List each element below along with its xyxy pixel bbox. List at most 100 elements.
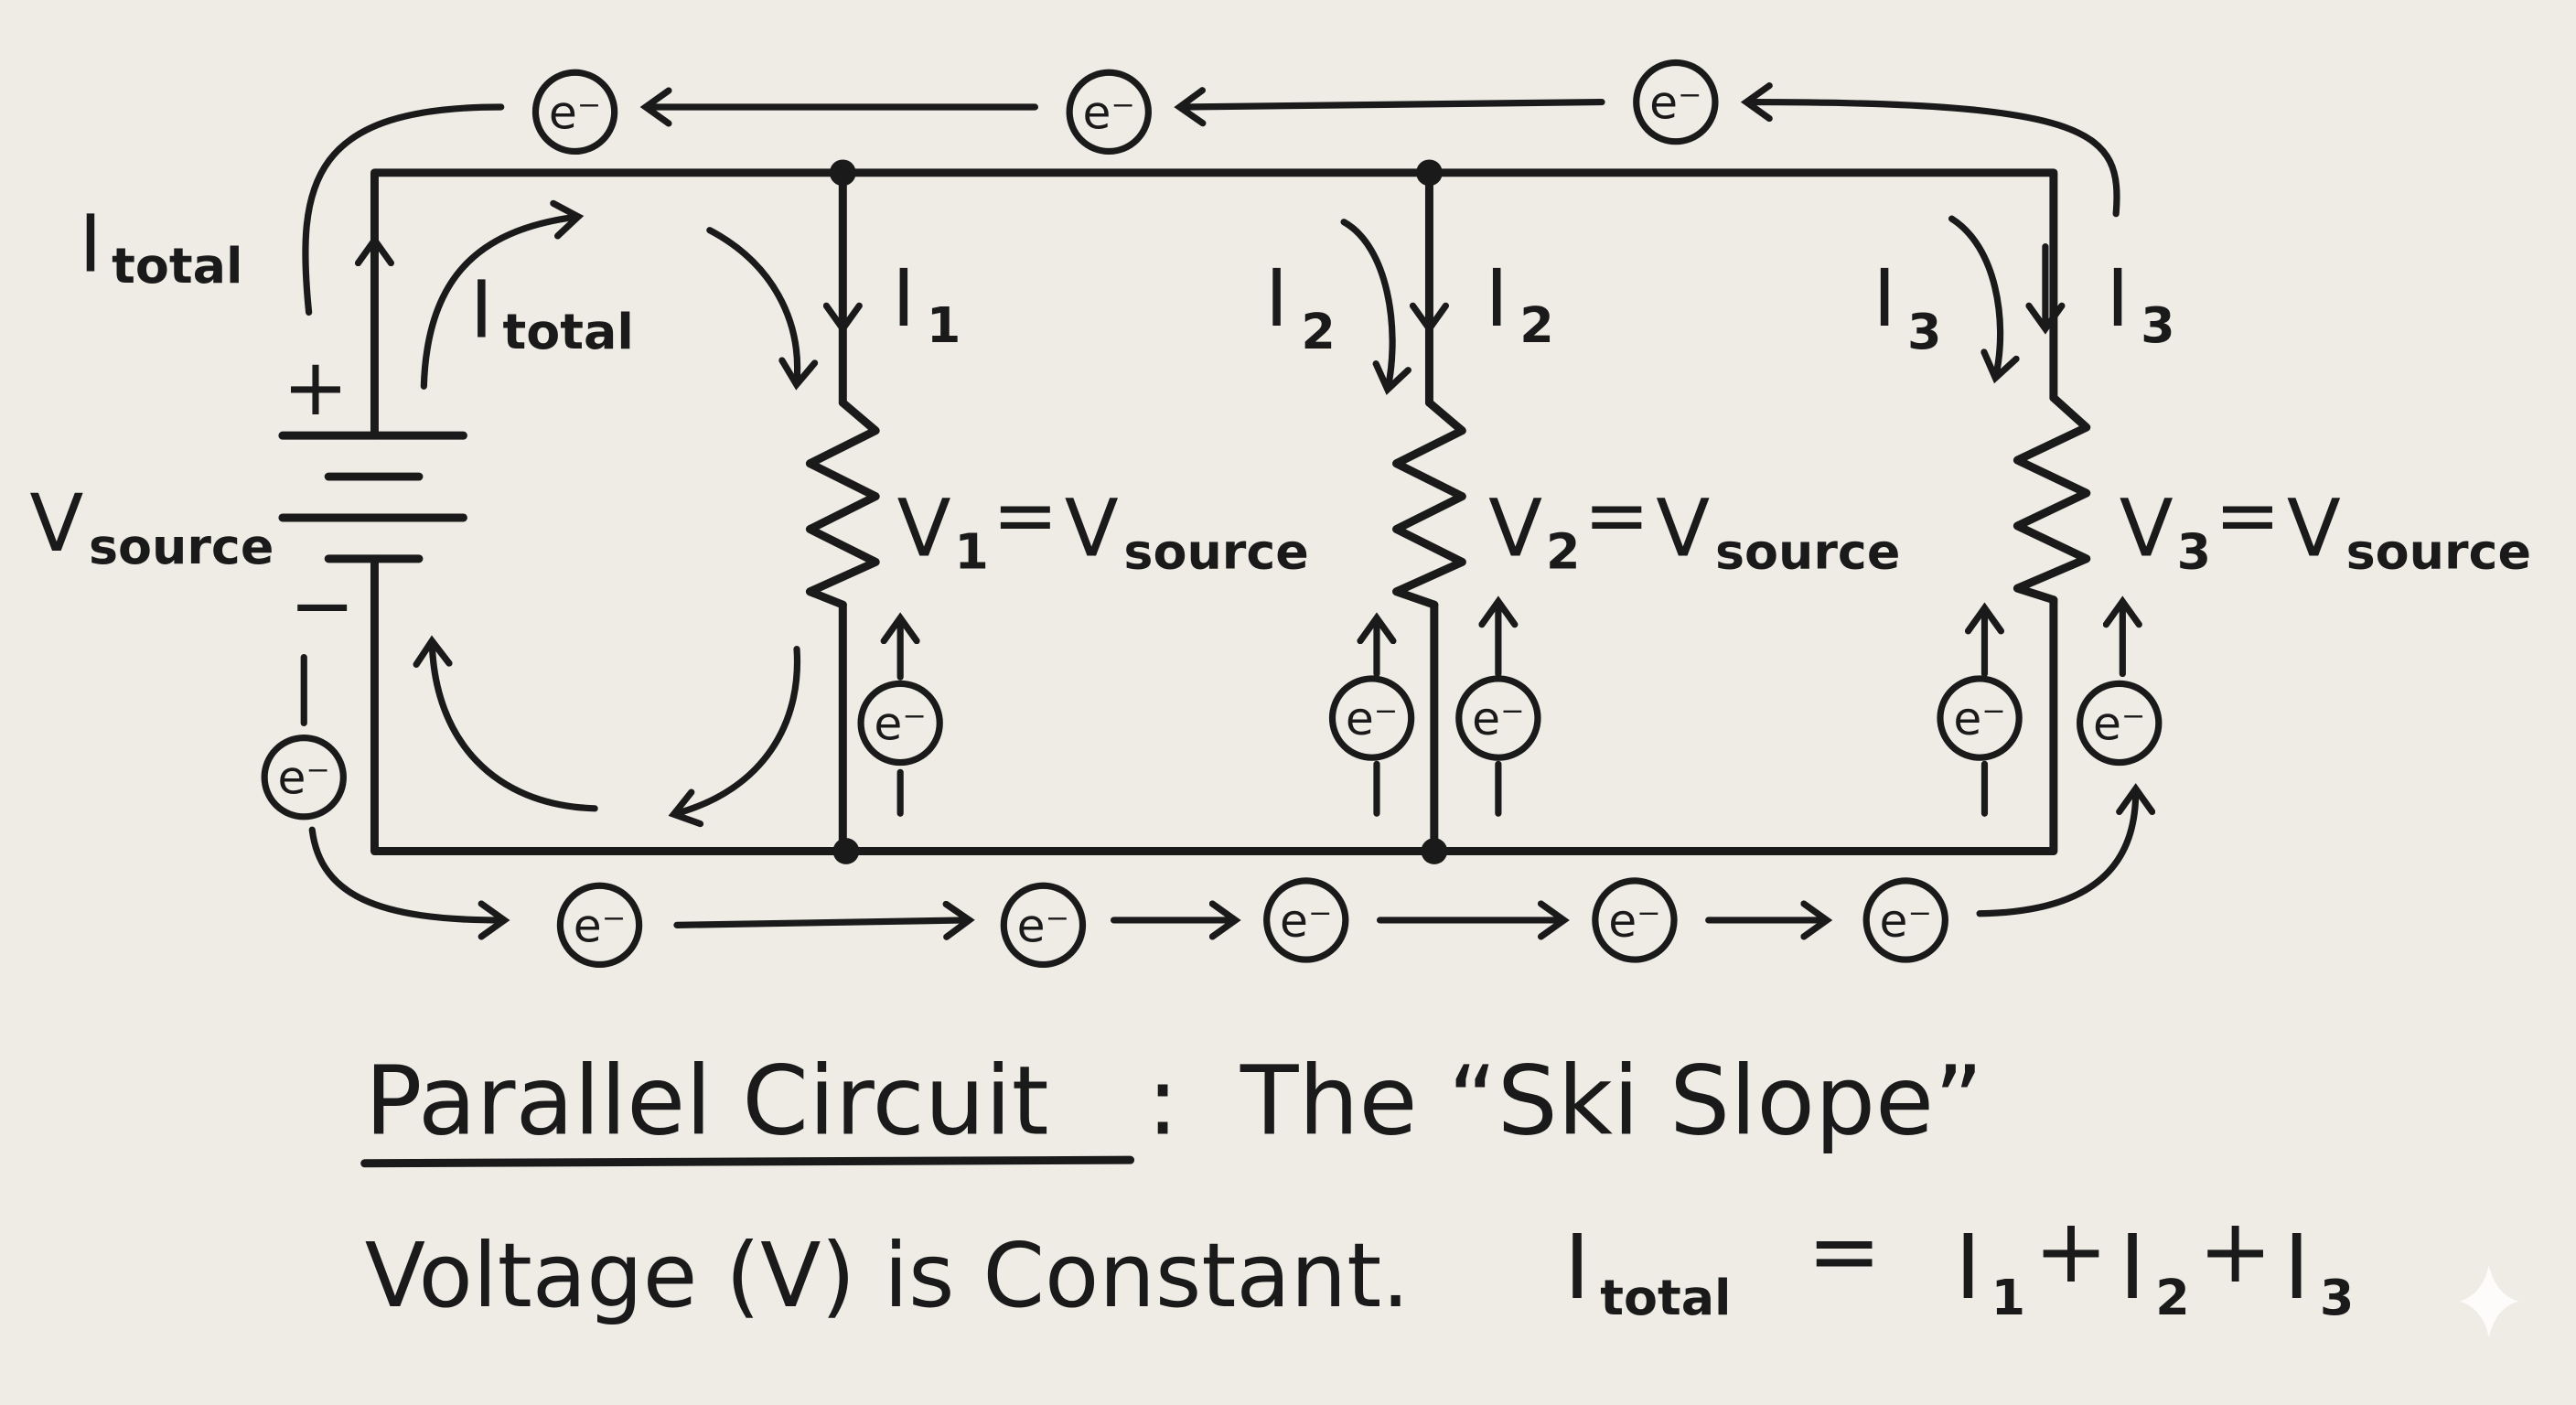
electron-circle: [1066, 69, 1152, 156]
electron-circle: [1455, 675, 1541, 761]
branch-3-rhs: V: [2287, 483, 2341, 574]
electron: e⁻: [556, 882, 643, 969]
resistor-1: [805, 398, 880, 609]
v-source-label: V: [29, 478, 83, 570]
circuit-wires: [370, 168, 2058, 856]
branch-3-current: I: [2106, 253, 2129, 345]
electron-symbol: e⁻: [549, 85, 601, 139]
electron-flow-arrows: [300, 82, 2156, 940]
labels: I total I total V source + − I 1 I 2 I 2…: [29, 199, 2531, 652]
i-total-inner-label: I: [470, 264, 493, 356]
electrons: e⁻ e⁻ e⁻ e⁻ e⁻ e⁻ e⁻ e⁻ e⁻ e⁻ e⁻ e⁻ e⁻ e⁻: [261, 59, 2163, 969]
equation-plus-1: +: [2034, 1199, 2108, 1303]
electron-symbol: e⁻: [874, 696, 926, 750]
electron-circle: [1592, 877, 1678, 963]
electron: e⁻: [1633, 59, 1719, 145]
branch-1-voltage: V: [897, 483, 951, 574]
junction-dots: [829, 159, 1448, 864]
electron-circle: [1937, 675, 2023, 761]
caption: Parallel Circuit : The “Ski Slope” Volta…: [360, 1045, 2354, 1327]
electron: e⁻: [1592, 877, 1678, 963]
sparkle-icon: [2459, 1265, 2519, 1338]
branch-2-current-left-sub: 2: [1301, 303, 1335, 360]
resistor-3: [2012, 393, 2091, 605]
i-total-inner-sub: total: [503, 303, 634, 360]
electron-symbol: e⁻: [278, 751, 330, 805]
electron-circle: [261, 735, 347, 820]
branch-1-voltage-sub: 1: [954, 523, 988, 581]
branch-3-voltage-sub: 3: [2177, 523, 2211, 581]
electron-symbol: e⁻: [1083, 85, 1135, 139]
branch-2-rhs-sub: source: [1715, 523, 1900, 581]
branch-2-rhs: V: [1656, 483, 1710, 574]
v-source-sub: source: [89, 518, 274, 575]
electron: e⁻: [1066, 69, 1152, 156]
branch-2-voltage-sub: 2: [1546, 523, 1580, 581]
branch-3-voltage: V: [2120, 483, 2174, 574]
equation-equals: =: [1808, 1199, 1882, 1303]
i-total-outer-label: I: [79, 199, 102, 291]
electron-circle: [1000, 882, 1087, 969]
electron: e⁻: [857, 680, 943, 767]
electron: e⁻: [1263, 877, 1349, 963]
equation-term-1-sub: 1: [1991, 1269, 2025, 1326]
branch-1-current-sub: 1: [927, 296, 961, 354]
electron: e⁻: [531, 69, 618, 156]
branch-2-voltage: V: [1488, 483, 1542, 574]
electron-circle: [1633, 59, 1719, 145]
equation-term-2: I: [2120, 1216, 2146, 1319]
electron-circle: [1862, 877, 1948, 963]
resistor-2: [1392, 398, 1466, 609]
branch-3-equals: =: [2215, 470, 2281, 562]
electron-circle: [1328, 675, 1415, 761]
branch-2-current-left: I: [1265, 253, 1288, 345]
electron-symbol: e⁻: [1649, 76, 1701, 130]
current-arrows: [354, 199, 2066, 828]
equation-term-1: I: [1955, 1216, 1981, 1319]
equation-plus-2: +: [2198, 1199, 2272, 1303]
equation-term-3: I: [2283, 1216, 2310, 1319]
branch-2-equals: =: [1583, 470, 1649, 562]
electron-circle: [556, 882, 643, 969]
electron-symbol: e⁻: [1346, 692, 1398, 745]
electron-symbol: e⁻: [2093, 696, 2145, 750]
branch-3-current-sub: 3: [2141, 296, 2174, 354]
battery: [278, 431, 467, 563]
electron-circle: [2077, 680, 2163, 767]
branch-3-current-left-sub: 3: [1907, 303, 1941, 360]
i-total-outer-sub: total: [112, 237, 242, 295]
electron-circle: [1263, 877, 1349, 963]
electron-symbol: e⁻: [1017, 898, 1069, 952]
branch-2-current-sub: 2: [1519, 296, 1553, 354]
minus-terminal: −: [289, 561, 355, 652]
electron-circle: [531, 69, 618, 156]
electron: e⁻: [261, 735, 347, 820]
equation-lhs-sub: total: [1600, 1269, 1731, 1326]
electron-symbol: e⁻: [1953, 692, 2005, 745]
branch-3-rhs-sub: source: [2346, 523, 2531, 581]
branch-1-rhs: V: [1065, 483, 1119, 574]
electron: e⁻: [1455, 675, 1541, 761]
electron: e⁻: [1000, 882, 1087, 969]
electron: e⁻: [2077, 680, 2163, 767]
branch-3-current-left: I: [1873, 253, 1895, 345]
electron-symbol: e⁻: [1280, 894, 1332, 948]
branch-1-rhs-sub: source: [1123, 523, 1308, 581]
branch-1-current: I: [892, 253, 915, 345]
electron-symbol: e⁻: [1880, 894, 1932, 948]
branch-2-current: I: [1486, 253, 1508, 345]
equation-term-3-sub: 3: [2320, 1269, 2354, 1326]
equation-lhs: I: [1564, 1216, 1591, 1319]
voltage-statement: Voltage (V) is Constant.: [365, 1224, 1410, 1327]
branch-1-equals: =: [993, 470, 1058, 562]
caption-subtitle: The “Ski Slope”: [1240, 1045, 1983, 1156]
title-underline: [360, 1155, 1135, 1168]
caption-title: Parallel Circuit: [365, 1045, 1049, 1156]
caption-colon: :: [1147, 1045, 1179, 1156]
electron: e⁻: [1328, 675, 1415, 761]
electron-symbol: e⁻: [1608, 894, 1660, 948]
electron-symbol: e⁻: [574, 898, 626, 952]
electron-symbol: e⁻: [1472, 692, 1524, 745]
